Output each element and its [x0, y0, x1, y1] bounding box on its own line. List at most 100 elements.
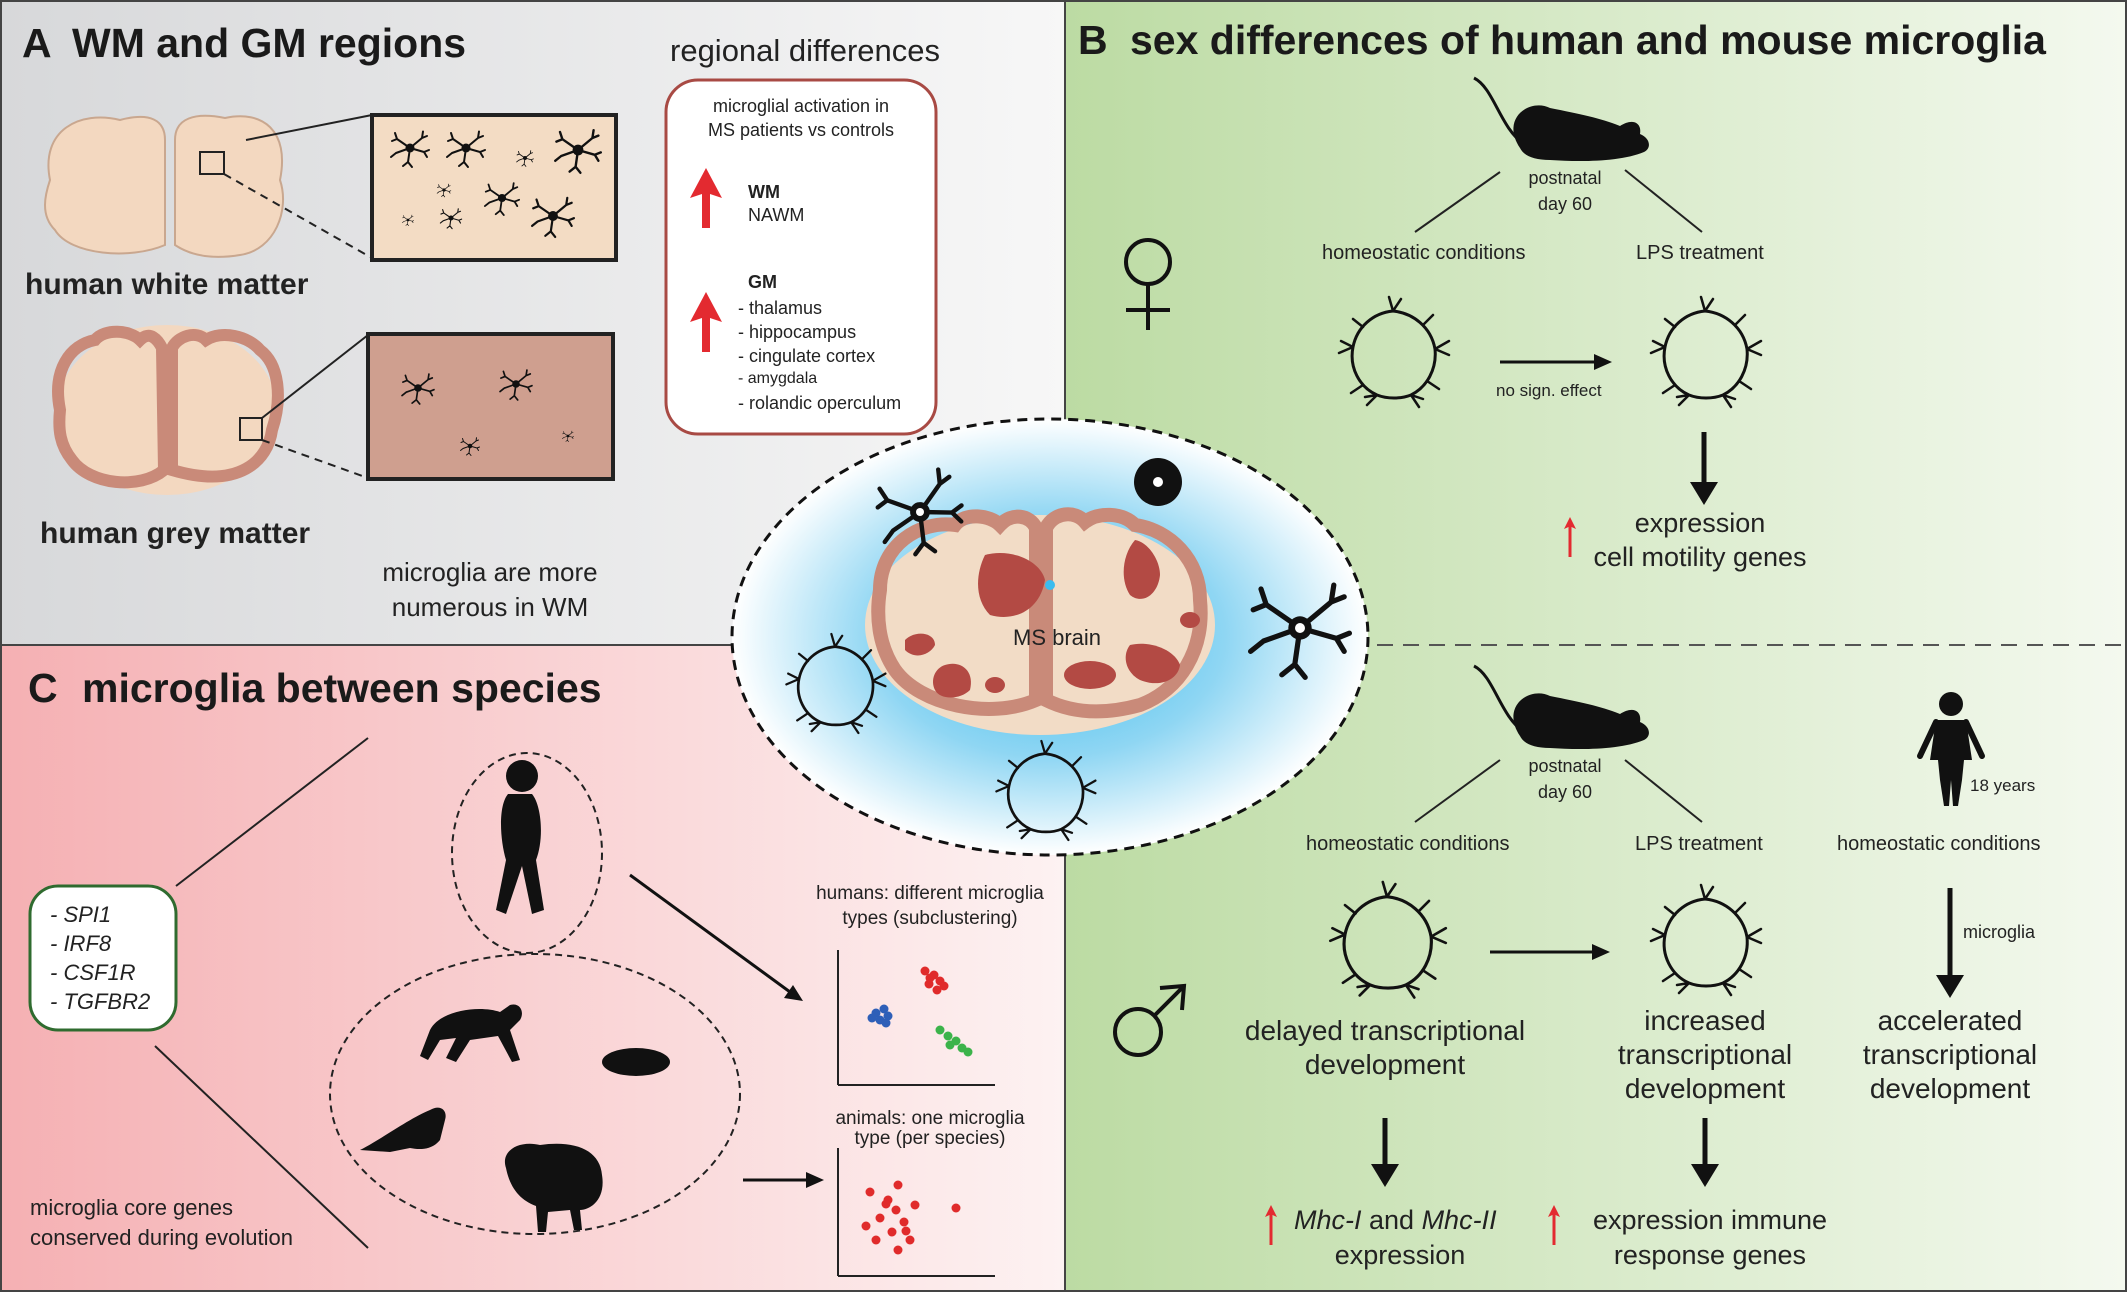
- humans-scatter-plot: [837, 950, 995, 1086]
- numerous-note-line1: microglia are more: [382, 557, 598, 587]
- species-dot-red: [865, 1187, 875, 1197]
- male-right-result-line2: transcriptional: [1862, 1039, 2038, 1070]
- species-dot-red: [891, 1205, 901, 1215]
- grey-matter-zoom-box: [366, 332, 615, 481]
- numerous-note-line2: numerous in WM: [391, 592, 589, 622]
- male-left-result-line1: delayed transcriptional: [1244, 1015, 1526, 1046]
- white-matter-label: human white matter: [25, 268, 309, 301]
- species-dot-red: [910, 1200, 920, 1210]
- animal-species-circle: [329, 953, 741, 1235]
- female-left-condition: homeostatic conditions: [1322, 242, 1526, 264]
- core-genes-box: [28, 884, 178, 1032]
- subcluster-dot-blue: [883, 1011, 893, 1021]
- male-age-line2: day 60: [1537, 782, 1593, 802]
- gm-heading: GM: [748, 272, 777, 292]
- wm-heading: WM: [748, 182, 780, 202]
- core-note-line1: microglia core genes: [30, 1195, 233, 1220]
- subcluster-dot-green: [935, 1025, 945, 1035]
- male-middle-result-line2: transcriptional: [1617, 1039, 1793, 1070]
- subcluster-dot-blue: [867, 1013, 877, 1023]
- box-header-line2: MS patients vs controls: [707, 120, 895, 140]
- grey-matter-brain: [52, 325, 369, 495]
- female-age-line1: postnatal: [1528, 168, 1602, 188]
- species-dot-red: [881, 1199, 891, 1209]
- human-age-label: 18 years: [1970, 776, 2036, 795]
- gm-item: - thalamus: [738, 298, 823, 318]
- mhc-i-gene: Mhc-I: [1294, 1205, 1362, 1235]
- monkey-silhouette-icon: [420, 1004, 522, 1062]
- gm-item: - amygdala: [738, 370, 818, 387]
- mhc-ii-gene: Mhc-II: [1421, 1205, 1497, 1235]
- core-gene: - IRF8: [50, 931, 112, 956]
- subcluster-dot-blue: [881, 1018, 891, 1028]
- mhc-expression-line1: Mhc-I and Mhc-II: [1294, 1205, 1497, 1236]
- immune-expression-line1: expression immune: [1592, 1205, 1828, 1235]
- male-right-result-line1: accelerated: [1877, 1005, 2023, 1036]
- male-left-result-line2: development: [1304, 1049, 1466, 1080]
- female-age-line2: day 60: [1537, 194, 1593, 214]
- species-dot-red: [899, 1217, 909, 1227]
- species-dot-red: [871, 1235, 881, 1245]
- grey-matter-label: human grey matter: [40, 517, 311, 550]
- male-age-line1: postnatal: [1528, 756, 1602, 776]
- wm-item: NAWM: [748, 205, 805, 225]
- subcluster-dot-red: [925, 973, 935, 983]
- white-matter-brain: [44, 114, 373, 259]
- child-silhouette-icon: [496, 760, 544, 914]
- male-right-condition: homeostatic conditions: [1837, 833, 2041, 855]
- female-arrow-label: no sign. effect: [1496, 381, 1602, 400]
- mhc-expression-line2: expression: [1334, 1240, 1466, 1270]
- species-dot-red: [887, 1227, 897, 1237]
- core-gene: - SPI1: [50, 902, 112, 927]
- subcluster-dot-green: [963, 1047, 973, 1057]
- panel-a-title: WM and GM regions: [72, 20, 467, 66]
- mhc-and-text: and: [1361, 1205, 1422, 1235]
- male-middle-condition: LPS treatment: [1635, 833, 1763, 855]
- female-right-condition: LPS treatment: [1636, 242, 1764, 264]
- gm-item: - rolandic operculum: [738, 393, 902, 413]
- ms-brain: [865, 507, 1215, 735]
- white-matter-zoom-box: [370, 113, 618, 262]
- gm-item: - cingulate cortex: [738, 346, 876, 366]
- regional-differences-box: [664, 78, 938, 436]
- panel-b-title: sex differences of human and mouse micro…: [1130, 17, 2046, 63]
- male-symbol-icon: [1113, 983, 1187, 1057]
- humans-note-line1: humans: different microglia: [816, 883, 1044, 904]
- female-result-line1: expression: [1634, 508, 1766, 538]
- core-gene: - TGFBR2: [50, 989, 151, 1014]
- human-figure-icon: [1917, 692, 1985, 806]
- male-arrow-label: microglia: [1963, 922, 2036, 942]
- male-middle-result-line1: increased: [1644, 1005, 1766, 1036]
- regional-differences-title: regional differences: [670, 33, 940, 68]
- species-dot-red: [861, 1221, 871, 1231]
- male-right-result-line3: development: [1869, 1073, 2031, 1104]
- lemur-silhouette-icon: [360, 1107, 446, 1152]
- female-symbol-icon: [1124, 238, 1172, 330]
- subcluster-dot-red: [920, 966, 930, 976]
- subcluster-dot-red: [932, 985, 942, 995]
- species-dot-red: [951, 1203, 961, 1213]
- sheep-silhouette-icon: [504, 1143, 603, 1232]
- male-left-condition: homeostatic conditions: [1306, 833, 1510, 855]
- subcluster-dot-green: [943, 1031, 953, 1041]
- rodent-silhouette-icon: [602, 1048, 670, 1076]
- subcluster-dot-blue: [879, 1004, 889, 1014]
- box-header-line1: microglial activation in: [712, 96, 890, 116]
- animals-note-line1: animals: one microglia: [835, 1108, 1025, 1129]
- ms-brain-label: MS brain: [1013, 625, 1102, 650]
- female-result-line2: cell motility genes: [1593, 542, 1807, 572]
- subcluster-dot-green: [945, 1040, 955, 1050]
- humans-note-line2: types (subclustering): [842, 908, 1018, 929]
- panel-c-letter: C: [28, 665, 58, 711]
- species-dot-red: [901, 1226, 911, 1236]
- subcluster-dot-red: [939, 981, 949, 991]
- panel-b-letter: B: [1078, 17, 1108, 63]
- panel-c-title: microglia between species: [82, 665, 602, 711]
- ms-brain-microglia: [785, 458, 1349, 842]
- panel-a-letter: A: [22, 20, 52, 66]
- species-dot-red: [893, 1245, 903, 1255]
- male-middle-result-line3: development: [1624, 1073, 1786, 1104]
- immune-expression-line2: response genes: [1613, 1240, 1807, 1270]
- human-species-circle: [451, 752, 603, 954]
